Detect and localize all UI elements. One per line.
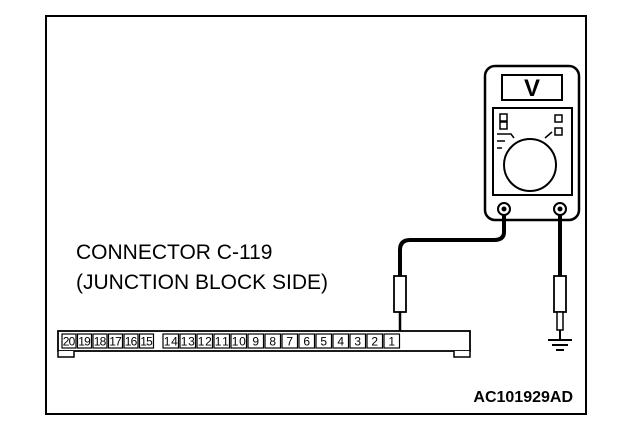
connector-tab-right — [453, 351, 471, 358]
range-mark-right — [544, 131, 553, 139]
pin-label-19: 19 — [78, 335, 91, 349]
pin-label-20: 20 — [63, 335, 76, 349]
pin-cell-3 — [349, 333, 367, 349]
pin-label-2: 2 — [371, 335, 378, 349]
pin-cell-5 — [315, 333, 333, 349]
indicator-square-left-top — [499, 113, 508, 122]
pin-label-17: 17 — [109, 335, 122, 349]
indicator-square-left-bottom — [499, 121, 508, 130]
pin-label-14: 14 — [164, 335, 178, 349]
positive-probe — [393, 275, 407, 336]
pin-cell-13 — [179, 333, 197, 349]
pin-label-10: 10 — [232, 335, 246, 349]
pin-label-3: 3 — [354, 335, 361, 349]
pin-label-5: 5 — [320, 335, 327, 349]
pin-label-8: 8 — [269, 335, 276, 349]
meter-unit-label: V — [524, 75, 540, 102]
pin-label-15: 15 — [140, 335, 153, 349]
pin-cell-9 — [247, 333, 265, 349]
pin-label-18: 18 — [94, 335, 107, 349]
test-lead-positive — [398, 214, 506, 278]
multimeter-display — [501, 74, 563, 101]
pin-cell-15 — [138, 333, 155, 349]
pin-cell-17 — [107, 333, 124, 349]
pin-label-13: 13 — [181, 335, 195, 349]
indicator-square-right-top — [554, 114, 563, 123]
indicator-square-right-bottom — [554, 127, 563, 136]
pin-label-11: 11 — [215, 335, 229, 349]
pin-cell-19 — [76, 333, 93, 349]
range-marks — [497, 133, 515, 149]
pin-cell-7 — [281, 333, 299, 349]
pin-cell-12 — [196, 333, 214, 349]
pin-cell-16 — [123, 333, 139, 349]
positive-probe-handle — [393, 275, 407, 313]
pin-cell-20 — [61, 333, 77, 349]
negative-probe — [548, 275, 572, 351]
selector-dial — [503, 138, 557, 192]
negative-probe-handle — [553, 275, 567, 313]
figure-code: AC101929AD — [473, 389, 573, 406]
connector-side-label: (JUNCTION BLOCK SIDE) — [76, 271, 328, 294]
connector-name-label: CONNECTOR C-119 — [76, 241, 272, 264]
pin-cell-2 — [366, 333, 384, 349]
probe-jack-right-center — [557, 206, 563, 212]
probe-jack-left-center — [501, 206, 507, 212]
pin-label-4: 4 — [337, 335, 344, 349]
figure-frame — [45, 15, 587, 415]
pin-cell-1 — [383, 333, 401, 349]
pin-cell-10 — [230, 333, 248, 349]
pin-cell-18 — [92, 333, 108, 349]
pin-label-16: 16 — [125, 335, 138, 349]
pin-label-12: 12 — [198, 335, 212, 349]
pin-cell-4 — [332, 333, 350, 349]
pin-cell-11 — [213, 333, 231, 349]
pin-cell-8 — [264, 333, 282, 349]
pin-label-1: 1 — [388, 335, 395, 349]
pin-cell-6 — [298, 333, 316, 349]
pin-cell-14 — [162, 333, 180, 349]
pin-label-9: 9 — [252, 335, 259, 349]
pin-label-6: 6 — [303, 335, 310, 349]
pin-label-7: 7 — [286, 335, 293, 349]
connector-tab-left — [57, 351, 75, 358]
negative-probe-clip — [556, 311, 564, 331]
multimeter: V — [483, 64, 581, 222]
